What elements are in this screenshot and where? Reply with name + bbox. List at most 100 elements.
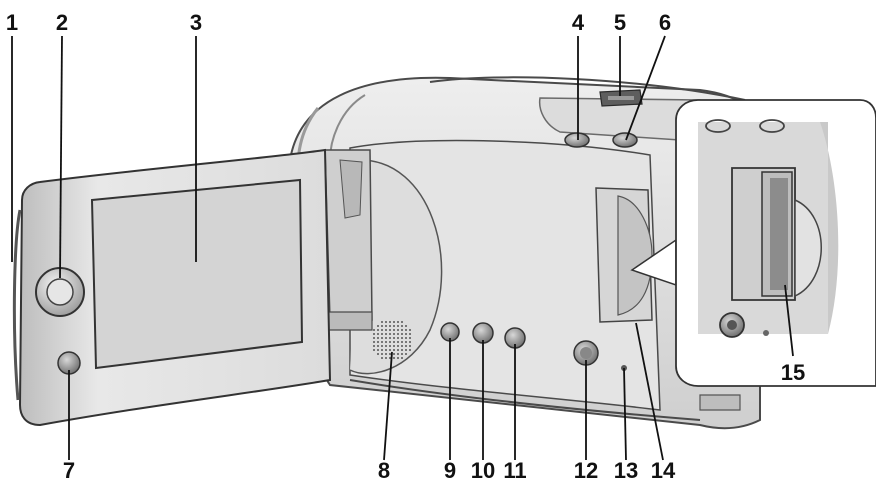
speaker-hole [381,333,383,335]
speaker-hole [393,321,395,323]
speaker-hole [401,345,403,347]
speaker-hole [377,329,379,331]
speaker-hole [397,349,399,351]
speaker-hole [405,345,407,347]
lcd-hinge [324,149,373,331]
callout-8: 8 [378,458,390,483]
speaker-hole [385,321,387,323]
callout-9: 9 [444,458,456,483]
speaker-hole [385,333,387,335]
leader-lines [11,35,794,461]
lcd-monitor [12,148,332,427]
speaker-hole [409,337,411,339]
speaker-hole [385,337,387,339]
zoom-lever [599,89,643,107]
speaker-hole [385,325,387,327]
top-button-4 [564,132,590,148]
speaker-hole [397,353,399,355]
speaker-hole [405,329,407,331]
speaker-hole [397,321,399,323]
speaker-hole [385,329,387,331]
speaker-hole [393,329,395,331]
speaker-grille [373,321,411,359]
speaker-hole [401,333,403,335]
lcd-panel-edge [12,209,22,401]
speaker-hole [397,345,399,347]
speaker-hole [373,329,375,331]
speaker-hole [389,325,391,327]
speaker-hole [377,325,379,327]
callout-4: 4 [572,10,585,35]
speaker-hole [381,345,383,347]
speaker-hole [389,329,391,331]
speaker-hole [377,333,379,335]
speaker-hole [389,353,391,355]
speaker-hole [397,341,399,343]
speaker-hole [389,357,391,359]
speaker-hole [381,357,383,359]
card-slot-inset [630,99,876,387]
speaker-hole [393,349,395,351]
speaker-hole [409,329,411,331]
speaker-hole [397,333,399,335]
speaker-hole [381,325,383,327]
speaker-hole [377,349,379,351]
speaker-hole [373,345,375,347]
speaker-hole [405,349,407,351]
speaker-hole [377,337,379,339]
speaker-hole [381,353,383,355]
speaker-hole [397,325,399,327]
callout-13: 13 [614,458,638,483]
callout-14: 14 [651,458,676,483]
speaker-hole [373,337,375,339]
speaker-hole [401,357,403,359]
speaker-hole [373,349,375,351]
speaker-hole [381,349,383,351]
speaker-hole [389,345,391,347]
speaker-hole [389,333,391,335]
speaker-hole [405,325,407,327]
speaker-hole [397,329,399,331]
speaker-hole [377,341,379,343]
speaker-hole [405,341,407,343]
speaker-hole [405,337,407,339]
speaker-hole [381,321,383,323]
speaker-hole [393,357,395,359]
callout-15: 15 [781,360,805,385]
speaker-hole [381,329,383,331]
speaker-hole [401,353,403,355]
lcd-screen [90,178,304,370]
speaker-hole [377,345,379,347]
top-button-6 [612,132,638,148]
speaker-hole [401,321,403,323]
speaker-hole [409,349,411,351]
speaker-hole [401,341,403,343]
speaker-hole [385,341,387,343]
callout-6: 6 [659,10,671,35]
speaker-hole [373,333,375,335]
speaker-hole [401,329,403,331]
speaker-hole [401,337,403,339]
speaker-hole [409,341,411,343]
speaker-hole [393,333,395,335]
speaker-hole [385,349,387,351]
callout-7: 7 [63,458,75,483]
callout-5: 5 [614,10,626,35]
speaker-hole [401,349,403,351]
speaker-hole [405,333,407,335]
speaker-hole [385,353,387,355]
speaker-hole [385,345,387,347]
speaker-hole [373,341,375,343]
speaker-hole [393,325,395,327]
speaker-hole [381,337,383,339]
speaker-hole [393,345,395,347]
speaker-hole [405,353,407,355]
start-stop-button-center [580,347,592,359]
speaker-hole [409,333,411,335]
speaker-hole [393,337,395,339]
callout-labels: 1 2 3 4 5 6 7 8 9 10 11 12 13 14 15 [6,10,805,483]
speaker-hole [397,337,399,339]
speaker-hole [389,341,391,343]
callout-3: 3 [190,10,202,35]
